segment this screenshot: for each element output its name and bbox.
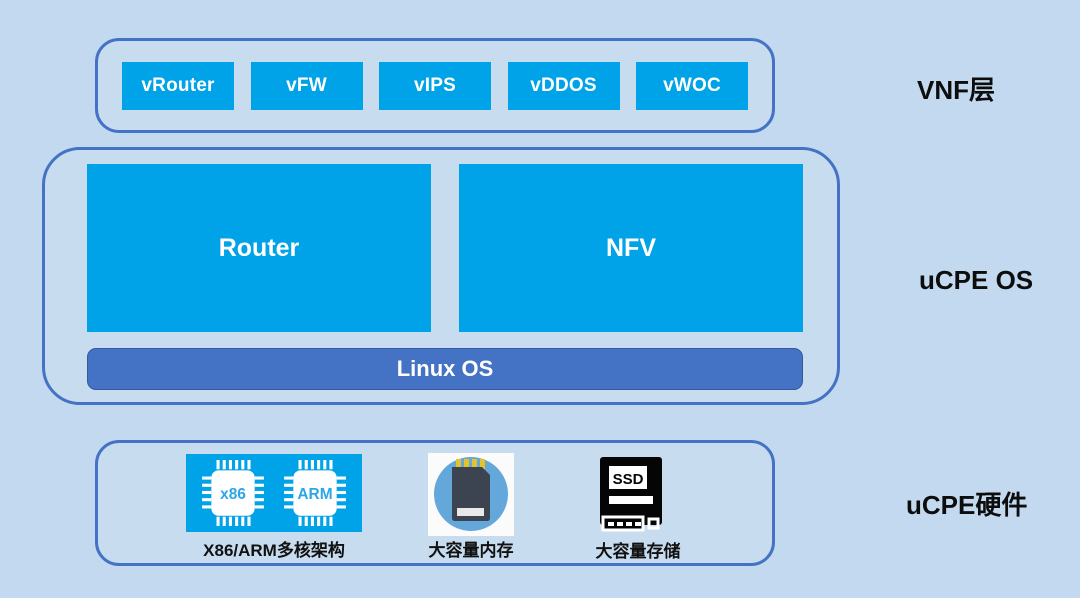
ssd-icon: SSD bbox=[600, 457, 662, 532]
ssd-caption: 大容量存储 bbox=[595, 542, 681, 561]
cpu-panel: x86 ARM bbox=[186, 454, 362, 532]
router-box: Router bbox=[87, 164, 431, 332]
vnf-box-vddos: vDDOS bbox=[507, 61, 620, 110]
x86-chip-icon: x86 bbox=[202, 460, 264, 526]
vnf-box-vfw: vFW bbox=[250, 61, 363, 110]
linux-os-bar: Linux OS bbox=[87, 348, 803, 390]
ucpe-hardware-container: x86 ARM bbox=[95, 440, 775, 566]
vnf-box-vips: vIPS bbox=[379, 61, 491, 110]
vnf-layer-label: VNF层 bbox=[917, 75, 996, 105]
arm-chip-label: ARM bbox=[297, 486, 332, 503]
ssd-icon-label: SSD bbox=[613, 471, 644, 488]
vnf-box-vwoc: vWOC bbox=[636, 61, 748, 110]
arm-chip-icon: ARM bbox=[284, 460, 346, 526]
nfv-box: NFV bbox=[459, 164, 803, 332]
x86-chip-label: x86 bbox=[220, 486, 246, 503]
vnf-box-vrouter: vRouter bbox=[122, 61, 234, 110]
cpu-caption: X86/ARM多核架构 bbox=[203, 541, 345, 560]
ucpe-os-container: Router NFV Linux OS bbox=[42, 147, 840, 405]
ucpe-hardware-layer-label: uCPE硬件 bbox=[906, 490, 1028, 520]
vnf-layer-container: vRouter vFW vIPS vDDOS vWOC bbox=[95, 38, 775, 133]
memory-icon bbox=[428, 453, 514, 536]
ucpe-os-layer-label: uCPE OS bbox=[919, 265, 1034, 295]
memory-caption: 大容量内存 bbox=[428, 541, 514, 560]
